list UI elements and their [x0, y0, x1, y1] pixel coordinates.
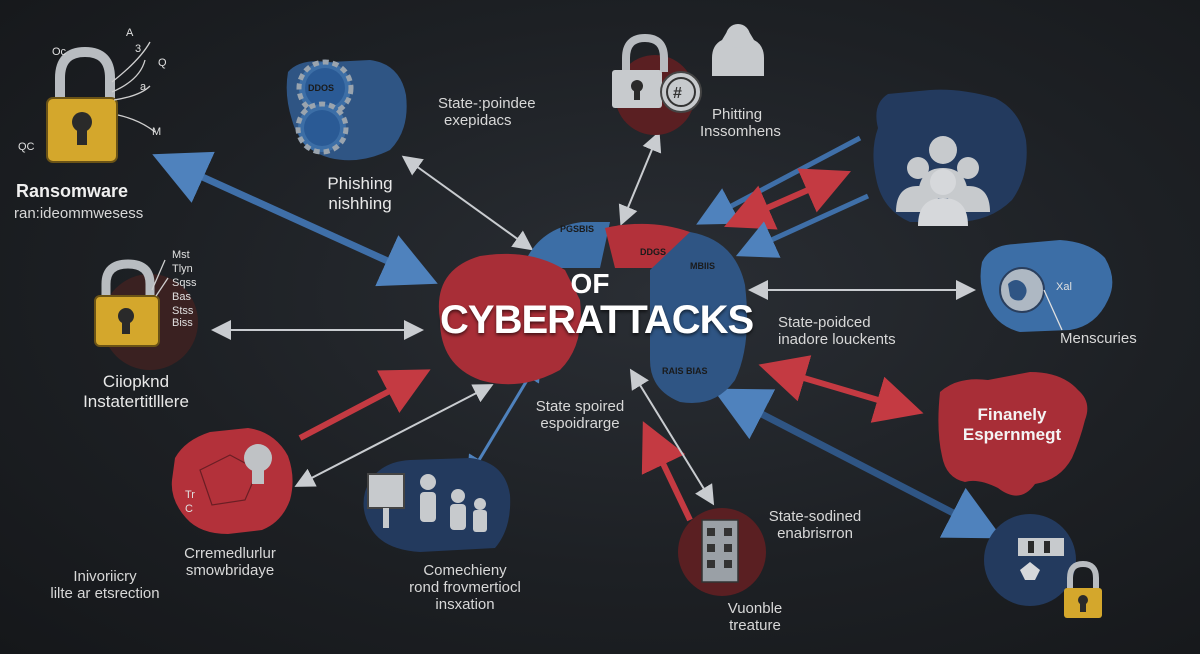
ciiopknd-lock: Mst Tlyn Sqss Bas Stss Biss	[94, 249, 198, 370]
ciiopknd-letter-2: Tlyn	[172, 263, 193, 275]
ransomware-letter-1: Oc	[52, 46, 67, 58]
phishing-subtitle: nishhing	[328, 194, 392, 213]
hub-patch-4: RAIS BIAS	[662, 366, 708, 376]
vuonble-line2: treature	[729, 617, 781, 634]
arrow-finanely	[758, 355, 924, 423]
arrow-phitting	[618, 131, 662, 226]
arrow-state-mid-red	[298, 369, 431, 441]
menscuries-label: Menscuries	[1060, 330, 1137, 347]
arrow-group-3	[735, 193, 870, 258]
cremed-label: Crremedlurlur smowbridaye	[170, 545, 290, 579]
ransomware-lock: Oc A 3 Q a QC M	[18, 27, 167, 163]
hub-blue-right	[650, 232, 748, 404]
inivoricy-label: Inivoriicry lilte ar etsrection	[40, 568, 170, 602]
cremed-tag-2: C	[185, 503, 193, 515]
comechieny-line2: rond frovmertiocl	[409, 579, 521, 596]
right-bottom-lock	[984, 514, 1102, 618]
phishing-label: Phishing nishhing	[315, 174, 405, 214]
globe-map: Xal	[980, 240, 1113, 332]
state-right-line1: State-poidced	[778, 314, 871, 331]
comechieny-line3: insxation	[435, 596, 495, 613]
ciiopknd-line2: Instatertitlllere	[83, 392, 189, 411]
hub-patch-2: DDGS	[640, 247, 666, 257]
cremed-map: Tr C	[171, 428, 293, 534]
hub-patch-1: PGSBIS	[560, 224, 594, 234]
state-top-label: State-:poindee exepidacs	[438, 95, 536, 129]
ransomware-letter-6: QC	[18, 141, 35, 153]
arrow-phishing	[401, 155, 534, 251]
arrow-vuonble-red	[641, 421, 693, 522]
ciiopknd-label: Ciiopknd Instatertitlllere	[66, 372, 206, 412]
phishing-gears: DDOS	[286, 59, 407, 161]
globe-label: Xal	[1056, 281, 1072, 293]
state-top-line2: exepidacs	[444, 112, 512, 129]
finanely-label: Finanely Espernmegt	[952, 405, 1072, 445]
state-mid-label: State spoired espoidrarge	[520, 398, 640, 432]
state-bottom-line2: enabrisrron	[777, 525, 853, 542]
people-group	[873, 89, 1027, 226]
arrow-ransomware	[152, 151, 438, 287]
state-right-line2: inadore louckents	[778, 331, 896, 348]
arrow-lock-right	[712, 388, 1003, 539]
state-top-line1: State-:poindee	[438, 95, 536, 112]
hub-red-left	[438, 253, 581, 385]
hub-title: CYBERATTACKS	[440, 298, 754, 342]
cremed-tag-1: Tr	[185, 489, 195, 501]
comechieny-line1: Comechieny	[423, 562, 507, 579]
gear-label: DDOS	[308, 83, 334, 93]
hash-symbol: #	[673, 85, 682, 102]
comechieny-label: Comechieny rond frovmertiocl insxation	[395, 562, 535, 613]
inivoricy-line2: lilte ar etsrection	[50, 585, 160, 602]
hub-of-text: OF	[570, 268, 610, 299]
phitting-label: Phitting Inssomhens	[700, 106, 781, 140]
arrow-cremed	[294, 384, 494, 487]
phitting-lock: #	[612, 24, 764, 135]
hub-blue-top	[525, 222, 610, 268]
comechieny-scene	[363, 458, 511, 552]
ransomware-letter-5: a	[140, 81, 147, 93]
phishing-title: Phishing	[327, 174, 393, 193]
hub-patch-3: MBIIS	[690, 261, 715, 271]
ciiopknd-letter-5: Stss	[172, 305, 194, 317]
inivoricy-line1: Inivoriicry	[73, 568, 137, 585]
connector-arrows	[152, 131, 1003, 539]
state-bottom-label: State-sodined enabrisrron	[755, 508, 875, 542]
state-mid-line1: State spoired	[535, 398, 625, 415]
ransomware-letter-3: 3	[135, 43, 141, 55]
vuonble-line1: Vuonble	[727, 600, 783, 617]
state-right-label: State-poidced inadore louckents	[778, 314, 896, 348]
cremed-line2: smowbridaye	[185, 562, 275, 579]
ciiopknd-letter-6: Biss	[172, 317, 193, 329]
ransomware-title: Ransomware	[16, 181, 129, 201]
ransomware-letter-2: A	[126, 27, 134, 39]
phitting-line1: Phitting	[712, 106, 763, 123]
finanely-line1: Finanely	[977, 405, 1047, 424]
phitting-line2: Inssomhens	[700, 123, 781, 140]
finanely-map	[938, 372, 1088, 496]
ransomware-letter-7: M	[152, 126, 161, 138]
central-hub: PGSBIS DDGS MBIIS RAIS BIAS	[438, 222, 748, 404]
state-bottom-line1: State-sodined	[768, 508, 862, 525]
ciiopknd-letter-3: Sqss	[172, 277, 197, 289]
vuonble-label: Vuonble treature	[700, 600, 810, 634]
ciiopknd-letter-1: Mst	[172, 249, 190, 261]
vuonble-scene	[678, 508, 766, 596]
arrow-state-bottom	[629, 368, 715, 506]
state-mid-line2: espoidrarge	[540, 415, 620, 432]
cremed-line1: Crremedlurlur	[184, 545, 276, 562]
ransomware-letter-4: Q	[158, 57, 167, 69]
ciiopknd-letter-4: Bas	[172, 291, 191, 303]
arrow-group-2	[724, 168, 851, 230]
ransomware-label: Ransomware	[16, 181, 128, 202]
ransomware-subtitle: ran:ideommwesess	[14, 205, 144, 222]
finanely-line2: Espernmegt	[962, 425, 1062, 444]
ciiopknd-line1: Ciiopknd	[102, 372, 170, 391]
